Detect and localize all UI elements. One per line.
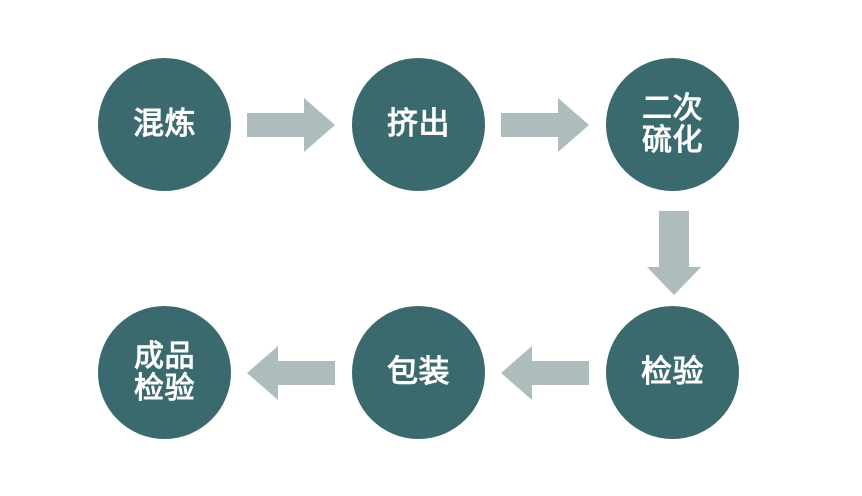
node-mixing[interactable]: 混炼: [98, 58, 231, 191]
node-inspection-label: 检验: [641, 353, 704, 390]
node-extrusion-label: 挤出: [387, 105, 450, 142]
arrow-mixing-to-extrusion: [247, 98, 335, 152]
arrow-inspection-to-packaging: [501, 346, 589, 400]
node-final-product-inspection[interactable]: 成品 检验: [98, 306, 231, 439]
node-secondary-vulcanization-label: 二次 硫化: [642, 90, 703, 158]
node-secondary-vulcanization[interactable]: 二次 硫化: [606, 58, 739, 191]
arrow-extrusion-to-vulcanize: [501, 98, 589, 152]
node-final-product-inspection-label: 成品 检验: [134, 338, 195, 406]
node-inspection[interactable]: 检验: [606, 306, 739, 439]
arrow-vulcanization-to-inspection: [647, 211, 701, 295]
arrow-packaging-to-final-inspection: [247, 346, 335, 400]
node-packaging[interactable]: 包装: [352, 306, 485, 439]
node-packaging-label: 包装: [387, 353, 450, 390]
node-mixing-label: 混炼: [133, 105, 196, 142]
node-extrusion[interactable]: 挤出: [352, 58, 485, 191]
